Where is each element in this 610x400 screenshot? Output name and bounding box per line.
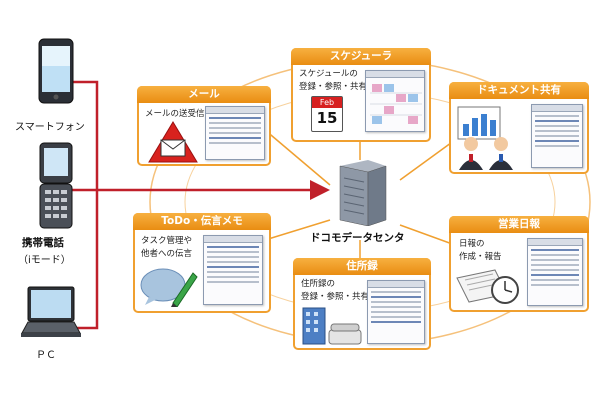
caption-line: メールの送受信: [145, 109, 205, 119]
spoke-mail: [264, 129, 331, 186]
todo-screen: [203, 235, 263, 305]
caption-line: スケジュールの: [299, 69, 358, 79]
feature-phone-icon: [39, 142, 73, 229]
device-label-smartphone: スマートフォン: [15, 122, 85, 133]
caption-line: 作成・報告: [459, 252, 502, 262]
panel-title-todo: ToDo・伝言メモ: [133, 213, 271, 230]
link-laptop: [70, 190, 99, 330]
spoke-todo: [264, 219, 331, 241]
laptop-icon: [21, 286, 81, 337]
server-icon: [339, 160, 387, 226]
device-label-pc: ＰＣ: [36, 350, 56, 361]
panel-caption-report: 日報の 作成・報告: [459, 238, 502, 264]
office-building-phone-icon: [302, 307, 362, 345]
panel-scheduler: スケジューラ スケジュールの 登録・参照・共有 Feb 15: [291, 48, 431, 142]
device-smartphone: [30, 38, 82, 118]
calendar-icon: Feb 15: [311, 96, 343, 132]
panel-title-scheduler: スケジューラ: [291, 48, 431, 65]
report-screen: [527, 238, 583, 306]
link-smartphone: [72, 80, 99, 190]
panel-title-document: ドキュメント共有: [449, 82, 589, 99]
caption-line: 住所録の: [301, 279, 336, 289]
caption-line: 登録・参照・共有: [301, 292, 370, 302]
panel-caption-mail: メールの送受信: [145, 108, 205, 121]
data-center: [325, 158, 395, 228]
schedule-grid: [370, 84, 422, 124]
panel-mail: メール メールの送受信: [137, 86, 271, 166]
smartphone-icon: [38, 38, 74, 104]
panel-caption-todo: タスク管理や 他者への伝言: [141, 235, 192, 261]
panel-caption-scheduler: スケジュールの 登録・参照・共有: [299, 68, 367, 94]
calendar-month: Feb: [312, 97, 342, 108]
device-sublabel-feature-phone: （iモード）: [18, 255, 71, 266]
panel-todo: ToDo・伝言メモ タスク管理や 他者への伝言: [133, 213, 271, 313]
device-label-feature-phone: 携帯電話: [22, 237, 64, 249]
document-chart-icon: [457, 106, 501, 140]
memo-pencil-icon: [140, 268, 198, 307]
panel-document: ドキュメント共有: [449, 82, 589, 174]
calendar-day: 15: [316, 109, 338, 127]
data-center-label: ドコモデータセンタ: [310, 232, 405, 244]
address-screen: [367, 280, 425, 344]
caption-line: 日報の: [459, 239, 485, 249]
panel-title-mail: メール: [137, 86, 271, 103]
panel-title-report: 営業日報: [449, 216, 589, 233]
business-people-icon: [459, 137, 513, 170]
mail-screen: [205, 106, 265, 160]
envelope-alert-icon: [148, 121, 198, 163]
panel-title-address: 住所録: [293, 258, 431, 275]
device-laptop: [20, 285, 82, 345]
spoke-document: [399, 139, 456, 181]
caption-line: 他者への伝言: [141, 249, 193, 259]
scheduler-screen: [365, 70, 425, 132]
spoke-report: [399, 224, 456, 246]
caption-line: タスク管理や: [141, 236, 193, 246]
document-screen: [531, 104, 583, 168]
panel-report: 営業日報 日報の 作成・報告: [449, 216, 589, 312]
device-feature-phone: [32, 142, 82, 234]
panel-caption-address: 住所録の 登録・参照・共有: [301, 278, 369, 304]
caption-line: 登録・参照・共有: [299, 82, 368, 92]
panel-address: 住所録 住所録の 登録・参照・共有: [293, 258, 431, 350]
clock-report-icon: [456, 269, 519, 304]
